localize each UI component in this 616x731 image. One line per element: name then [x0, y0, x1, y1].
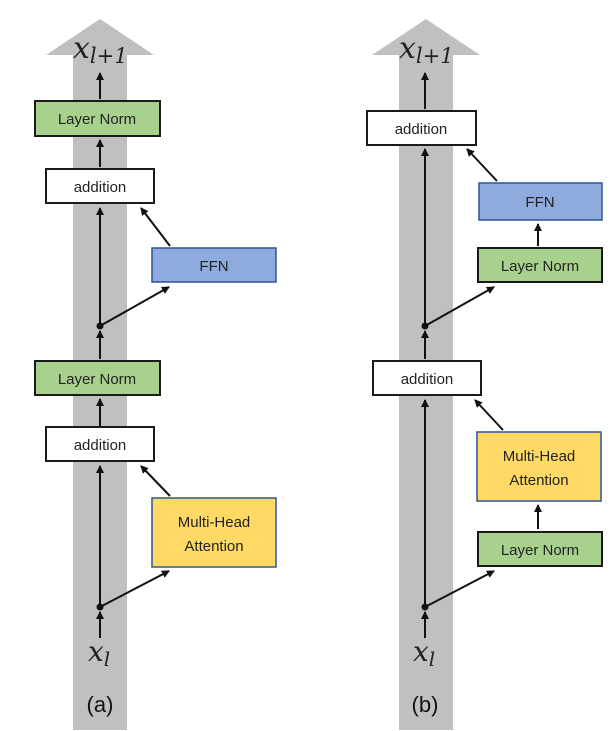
- layer-norm-box: Layer Norm: [34, 360, 161, 396]
- branch-arrow: [424, 286, 495, 327]
- addition-label: addition: [401, 371, 454, 388]
- flow-arrow: [140, 465, 171, 497]
- layer-norm-label: Layer Norm: [501, 258, 579, 275]
- flow-arrow: [466, 148, 498, 182]
- branch-point: [96, 322, 104, 330]
- branch-arrow: [99, 286, 170, 327]
- input-label: xl: [88, 635, 110, 671]
- branch-arrow: [424, 570, 495, 608]
- flow-arrow: [140, 207, 171, 247]
- attention-label-line1: Multi-Head: [503, 448, 576, 465]
- panel-caption: (a): [87, 692, 114, 717]
- ffn-label: FFN: [525, 194, 554, 211]
- input-label: xl: [413, 635, 435, 671]
- addition-box: addition: [372, 360, 482, 396]
- addition-label: addition: [395, 121, 448, 138]
- layer-norm-box: Layer Norm: [477, 247, 603, 283]
- ffn-box: FFN: [478, 182, 603, 221]
- panel-a: xl+1 Layer Norm addition FFN: [34, 19, 277, 730]
- attention-box: Multi-Head Attention: [151, 497, 277, 568]
- layer-norm-box: Layer Norm: [477, 531, 603, 567]
- layer-norm-label: Layer Norm: [501, 542, 579, 559]
- branch-point: [421, 322, 429, 330]
- addition-box: addition: [366, 110, 477, 146]
- panel-b: xl+1 addition FFN Layer Norm: [366, 19, 603, 730]
- branch-point: [96, 603, 104, 611]
- addition-box: addition: [45, 168, 155, 204]
- addition-label: addition: [74, 437, 127, 454]
- layer-norm-label: Layer Norm: [58, 111, 136, 128]
- attention-label-line2: Attention: [509, 472, 568, 489]
- attention-label-line2: Attention: [184, 538, 243, 555]
- layer-norm-label: Layer Norm: [58, 371, 136, 388]
- flow-arrow: [474, 399, 504, 431]
- layer-norm-box: Layer Norm: [34, 100, 161, 137]
- output-label: xl+1: [73, 31, 128, 68]
- branch-point: [421, 603, 429, 611]
- addition-label: addition: [74, 179, 127, 196]
- output-label: xl+1: [399, 31, 454, 68]
- branch-arrow: [99, 570, 170, 608]
- ffn-box: FFN: [151, 247, 277, 283]
- attention-box: Multi-Head Attention: [476, 431, 602, 502]
- addition-box: addition: [45, 426, 155, 462]
- ffn-label: FFN: [199, 258, 228, 275]
- attention-label-line1: Multi-Head: [178, 514, 251, 531]
- panel-caption: (b): [412, 692, 439, 717]
